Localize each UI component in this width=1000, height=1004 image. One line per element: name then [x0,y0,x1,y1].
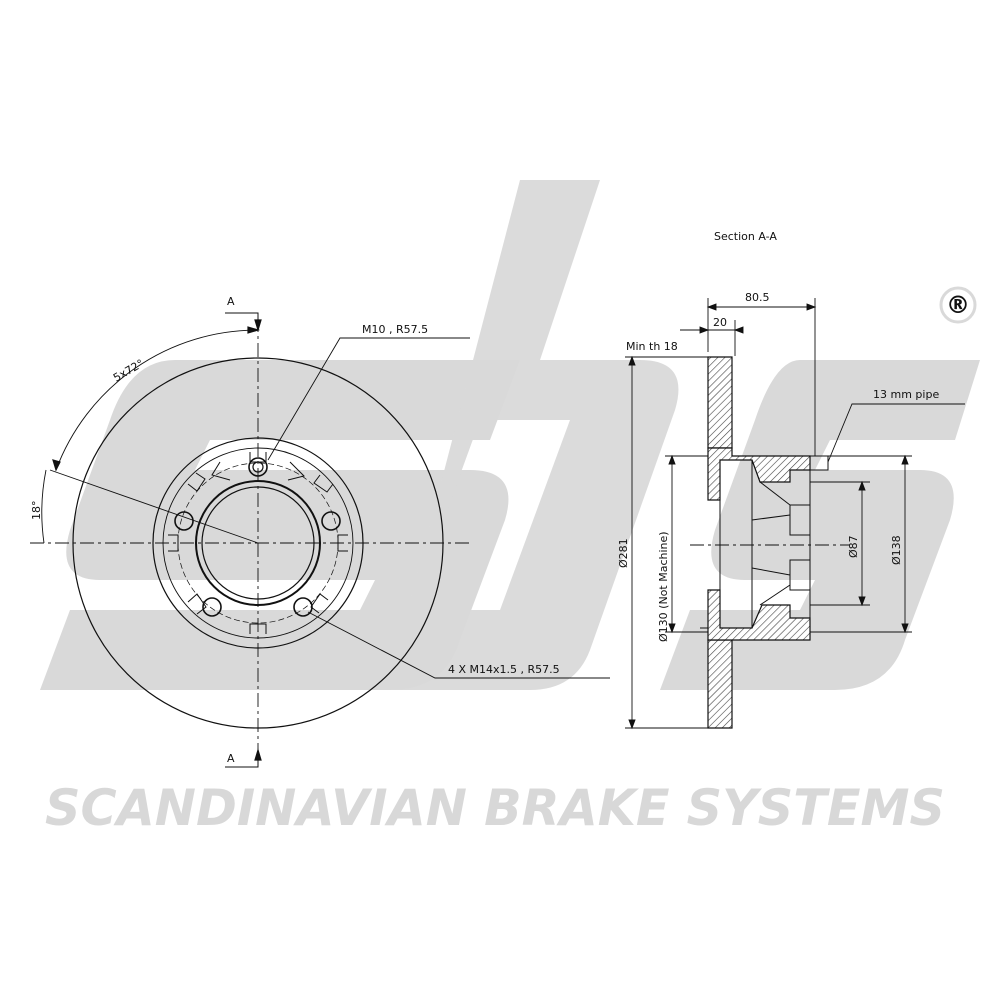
bolt-holes [174,457,341,617]
front-view [30,312,610,768]
section-marker-bottom: A [227,752,235,765]
center-bore-inner [201,486,315,600]
m14-callout: 4 X M14x1.5 , R57.5 [448,663,560,676]
angle-arc-72 [55,329,259,471]
dim-hub-width: 20 [713,316,727,329]
bolt-hole-3 [202,597,222,617]
section-arrow-top [225,312,259,325]
watermark-s-shape [40,360,520,690]
leader-m10 [267,337,470,461]
watermark-b-shape [330,180,679,690]
dim-width-total: 80.5 [745,291,770,304]
leader-m14 [307,611,610,679]
registered-mark-ring [939,286,977,324]
watermark: ® SCANDINAVIAN BRAKE SYSTEMS [40,180,980,837]
dim-hub-diameter: Ø130 (Not Machine) [657,531,670,642]
registered-mark: ® [946,291,970,319]
section-dimensions [625,298,965,730]
hub-notches [168,452,348,634]
section-view [690,356,850,729]
leader-18 [49,469,259,544]
section-marker-top: A [227,295,235,308]
angle-arc-18 [41,469,47,544]
hub-section-lower [707,589,811,641]
dim-outer-diameter: Ø281 [617,538,630,568]
offset-angle-label: 18° [30,501,43,521]
bolt-hole-m10 [248,457,268,477]
note-pipe: 13 mm pipe [873,388,939,401]
bolt-hole-4 [293,597,313,617]
disc-outer-edge [72,357,444,729]
section-title: Section A-A [714,230,777,243]
dim-bore-diameter: Ø87 [847,535,860,558]
dim-min-thickness: Min th 18 [626,340,678,353]
watermark-company: SCANDINAVIAN BRAKE SYSTEMS [45,779,945,837]
hub-inner-ring [162,447,354,639]
bolt-hole-2 [321,511,341,531]
watermark-s2-shape [660,360,980,690]
bolt-hole-1 [174,511,194,531]
center-bore-outer [195,480,321,606]
dim-flange-diameter: Ø138 [890,535,903,565]
hub-outer-ring [152,437,364,649]
m10-callout: M10 , R57.5 [362,323,428,336]
